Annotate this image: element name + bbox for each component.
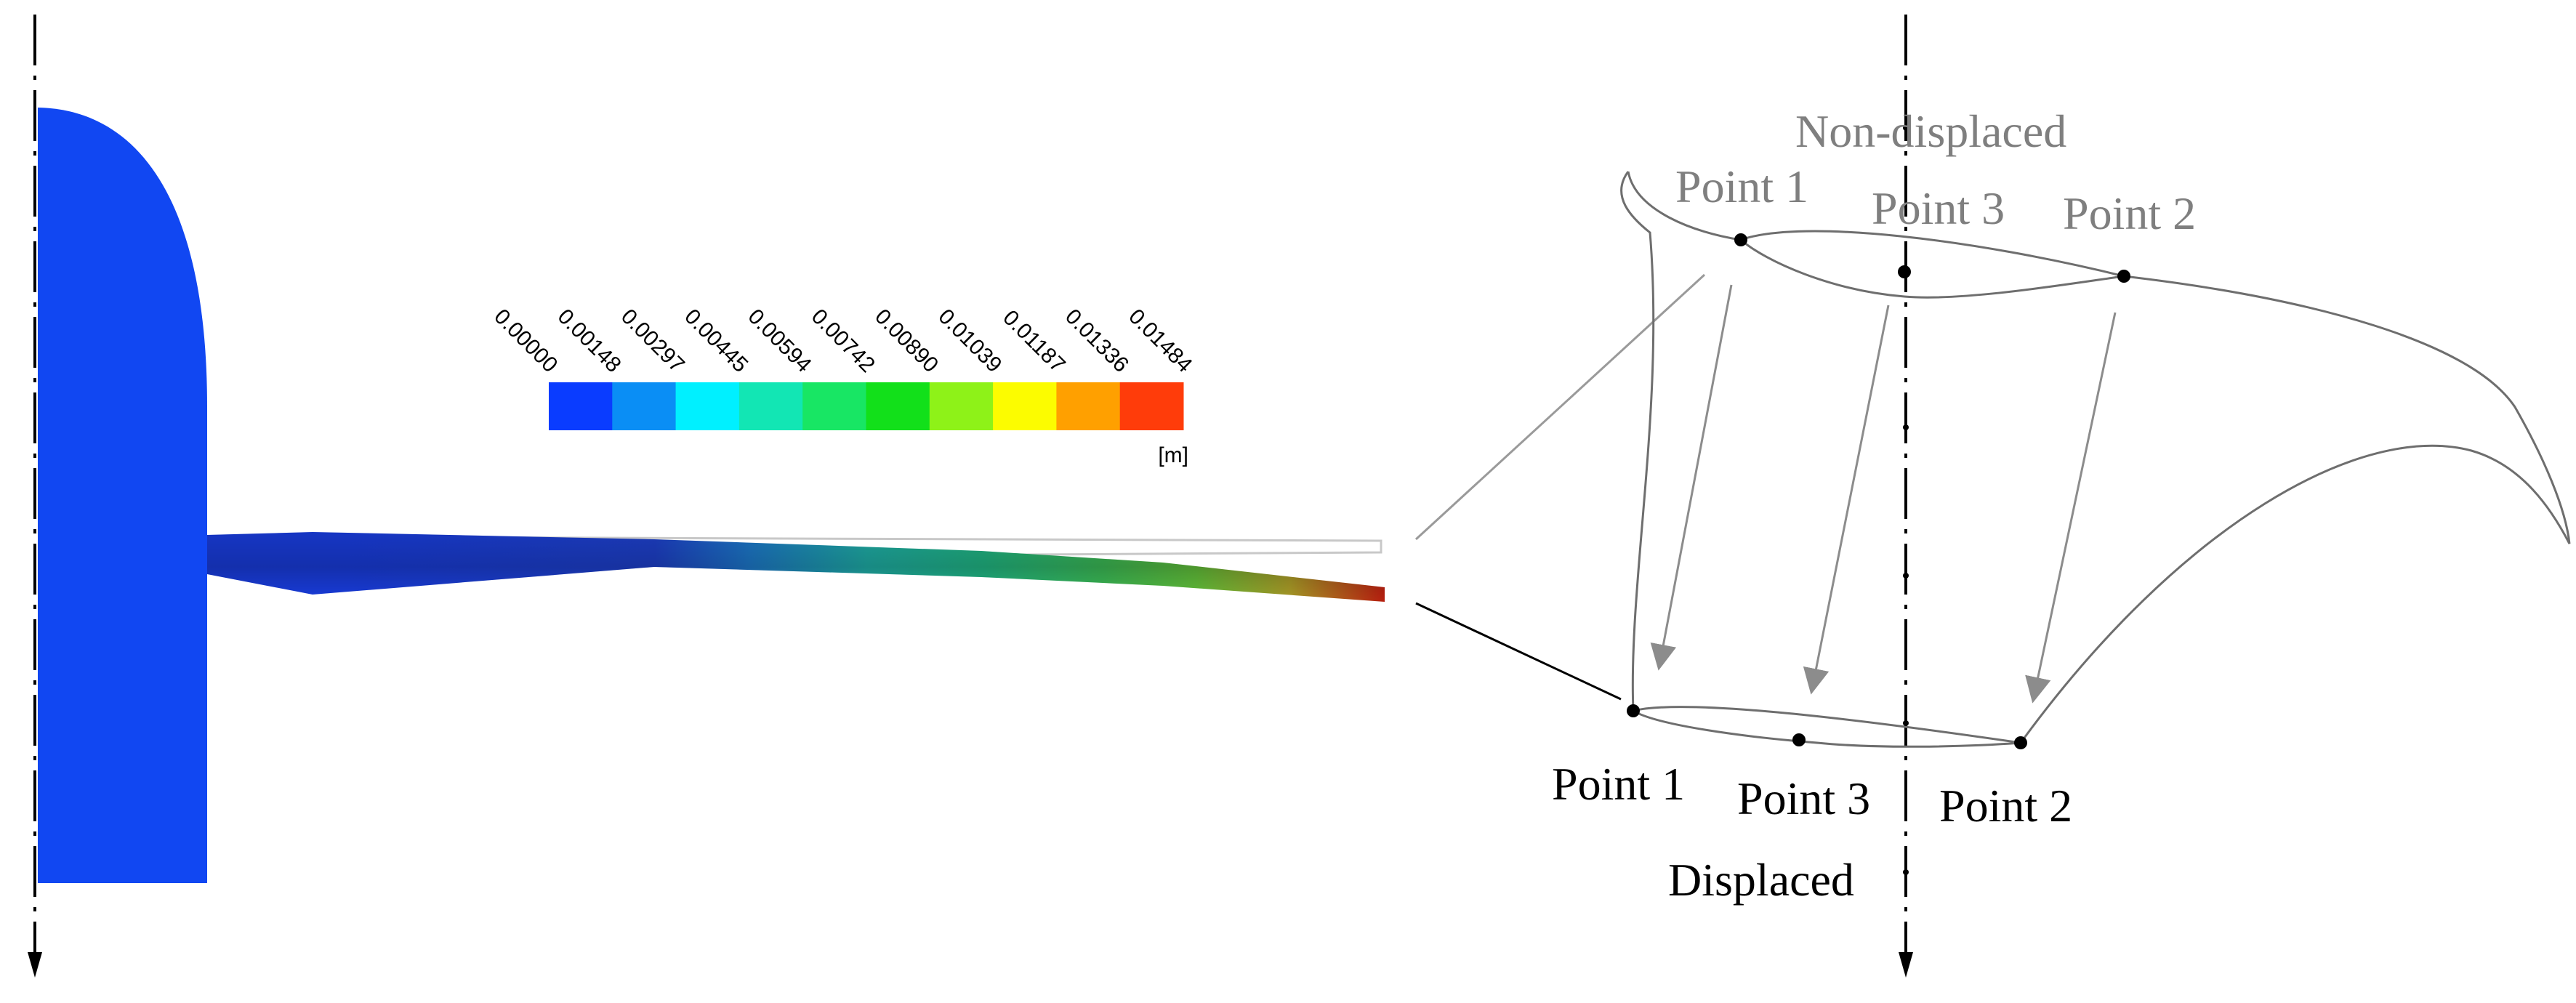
legend-swatch [802,382,866,430]
non-displaced-label: Non-displaced [1795,105,2066,157]
legend-swatch [1056,382,1121,430]
legend-tick-label: 0.00000 [489,305,562,377]
legend-swatch [866,382,930,430]
bottom-point-2-marker [2014,736,2027,749]
legend-tick-label: 0.00742 [807,305,880,377]
top-point-2-label: Point 2 [2063,188,2196,239]
legend-unit-label: [m] [1158,443,1188,467]
zoom-line-upper [1414,273,1706,541]
displaced-label: Displaced [1668,854,1854,906]
top-point-3-label: Point 3 [1872,182,2005,234]
right-axis-arrow-icon [1899,952,1913,978]
legend-swatch [993,382,1057,430]
top-point-1-marker [1734,233,1747,246]
legend-tick-label: 0.01187 [998,306,1069,377]
legend-tick-label: 0.00148 [553,305,626,377]
legend-swatch [738,382,803,430]
bottom-point-2-label: Point 2 [1939,780,2072,831]
bottom-point-3-label: Point 3 [1737,773,1870,824]
top-point-2-marker [2117,270,2130,283]
legend-tick-label: 0.01484 [1124,305,1196,377]
bottom-point-1-marker [1627,704,1640,717]
axis-dots [1903,125,1909,875]
legend-color-bar [549,382,1184,430]
legend-tick-labels: 0.000000.001480.002970.004450.005940.007… [489,305,1196,377]
legend-tick-label: 0.00594 [744,305,816,377]
legend-tick-label: 0.00297 [616,305,689,377]
bottom-point-1-label: Point 1 [1552,758,1685,810]
legend-swatch [612,382,677,430]
blade-outline [1620,171,2571,748]
zoom-line-lower [1415,602,1622,701]
bottom-point-3-marker [1792,733,1806,746]
legend-swatch [675,382,740,430]
top-point-3-marker [1898,265,1911,278]
hub-body [38,108,207,883]
legend-tick-label: 0.01039 [933,305,1006,377]
displacement-arrows [1650,284,2117,704]
legend-tick-label: 0.00890 [870,305,943,377]
left-axis-arrow-icon [28,952,42,978]
legend-tick-label: 0.00445 [680,305,752,377]
legend-swatch [549,382,613,430]
deformed-blade [207,532,1385,602]
top-point-1-label: Point 1 [1675,161,1808,212]
legend-swatch [1119,382,1184,430]
legend-tick-label: 0.01336 [1060,305,1133,377]
legend-swatch [929,382,994,430]
